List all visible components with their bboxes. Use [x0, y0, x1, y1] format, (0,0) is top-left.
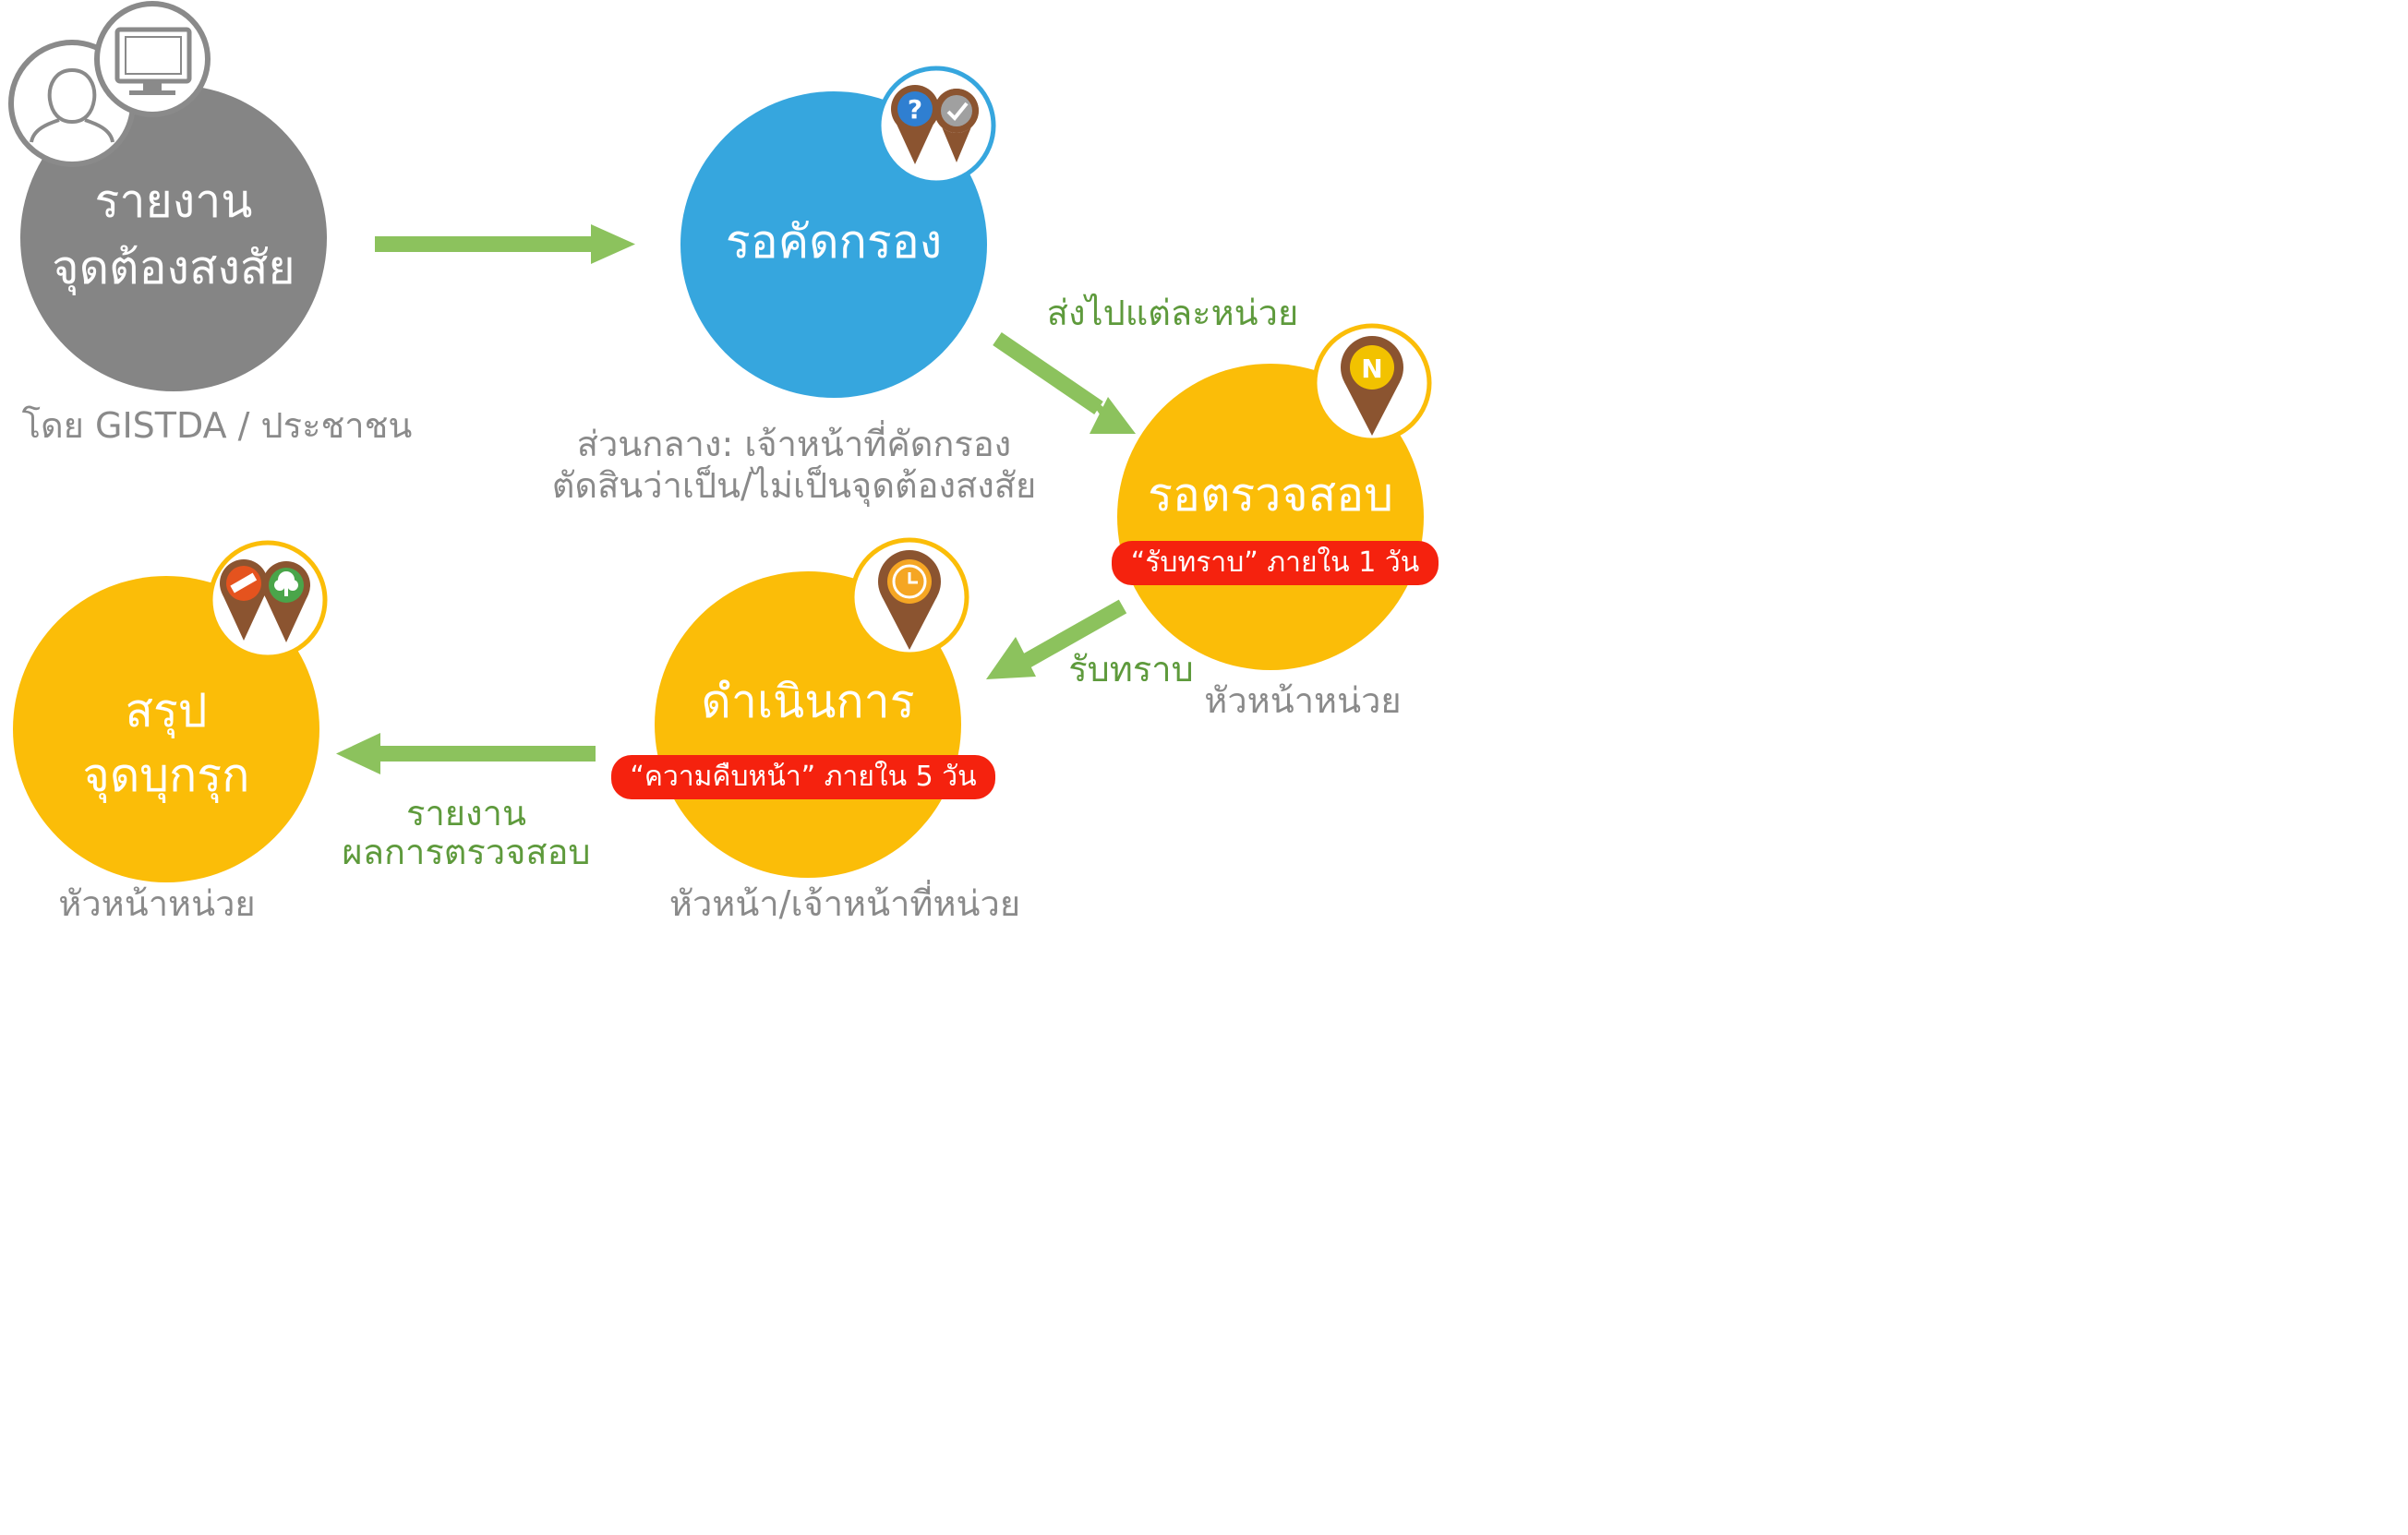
screening-caption-line2: ตัดสินว่าเป็น/ไม่เป็นจุดต้องสงสัย: [551, 465, 1037, 506]
workflow-diagram: ? N: [8, 1, 1432, 882]
summary-title-line1: สรุป: [125, 684, 208, 738]
arrow-label-to-units: ส่งไปแต่ละหน่วย: [1046, 293, 1299, 333]
summary-title-line2: จุดบุกรุก: [82, 749, 250, 802]
inspect-deadline-badge: “รับทราบ” ภายใน 1 วัน: [1112, 541, 1439, 585]
screening-title: รอคัดกรอง: [725, 215, 943, 269]
operate-node: [655, 537, 969, 878]
tree-pin-icon: [262, 561, 310, 642]
new-pin-icon: N: [1341, 336, 1403, 436]
arrow-inspect-to-operate: [986, 599, 1127, 679]
operate-deadline-badge: “ความคืบหน้า” ภายใน 5 วัน: [611, 755, 995, 799]
screening-node: ?: [680, 66, 996, 398]
svg-text:N: N: [1361, 354, 1382, 384]
arrow-operate-to-summary: [336, 733, 596, 774]
inspect-icon-badge: N: [1312, 323, 1432, 443]
question-pin-icon: ?: [891, 85, 939, 164]
checkmark-pin-icon: [933, 89, 979, 162]
report-title-line2: จุดต้องสงสัย: [52, 241, 295, 294]
inspect-node: N: [1117, 323, 1432, 670]
inspect-title: รอตรวจสอบ: [1148, 468, 1393, 522]
arrow-label-acknowledge: รับทราบ: [1068, 649, 1194, 690]
clock-pin-icon: [878, 550, 941, 650]
screening-icon-badge: ?: [876, 66, 996, 186]
svg-text:?: ?: [908, 94, 922, 125]
arrow-screening-to-inspect: [993, 331, 1136, 434]
saw-pin-icon: [220, 559, 268, 641]
arrow-label-report-result-line2: ผลการตรวจสอบ: [342, 832, 591, 872]
monitor-icon: [94, 1, 211, 117]
report-node: [8, 1, 327, 391]
inspect-caption: หัวหน้าหน่วย: [1204, 680, 1402, 721]
summary-caption: หัวหน้าหน่วย: [58, 883, 256, 924]
operate-icon-badge: [849, 537, 969, 657]
operate-caption: หัวหน้า/เจ้าหน้าที่หน่วย: [668, 883, 1021, 924]
arrow-label-report-result-line1: รายงาน: [406, 793, 526, 833]
summary-icon-badge: [208, 540, 328, 660]
summary-node: [13, 540, 328, 882]
screening-caption-line1: ส่วนกลาง: เจ้าหน้าที่คัดกรอง: [576, 424, 1012, 464]
arrow-report-to-screening: [375, 224, 635, 264]
operate-title: ดำเนินการ: [701, 675, 915, 728]
report-caption: โดย GISTDA / ประชาชน: [21, 405, 413, 446]
report-title-line1: รายงาน: [94, 174, 253, 228]
